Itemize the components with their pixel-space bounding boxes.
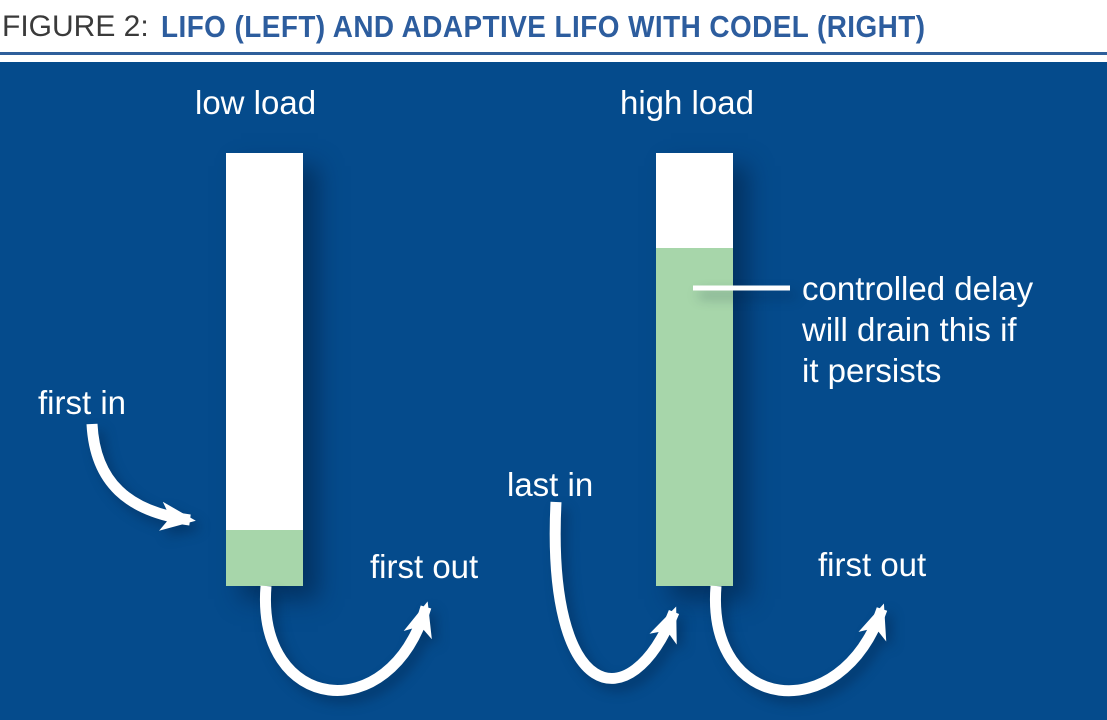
figure-title: LIFO (LEFT) AND ADAPTIVE LIFO WITH CODEL… <box>160 9 926 44</box>
last-in-label: last in <box>507 466 594 503</box>
callout-line-1: controlled delay <box>802 270 1034 307</box>
right-first-out-label: first out <box>818 546 927 583</box>
lifo-queue-bar <box>226 153 303 586</box>
title-underline <box>0 52 1107 55</box>
right-queue-heading: high load <box>620 84 754 121</box>
codel-queue-fill <box>656 248 733 586</box>
left-queue-heading: low load <box>195 84 317 121</box>
callout-line-2: will drain this if <box>802 311 1017 348</box>
arrows-overlay <box>86 285 888 697</box>
lifo-queue-empty-space <box>226 153 303 530</box>
first-in-label: first in <box>38 384 127 421</box>
first-in-arrow <box>86 423 196 531</box>
left-first-out-label: first out <box>370 548 479 585</box>
figure-label: FIGURE 2: <box>2 10 149 43</box>
controlled-delay-callout: controlled delay will drain this if it p… <box>802 268 1033 391</box>
codel-queue-empty-space <box>656 153 733 249</box>
codel-queue-bar <box>656 153 733 586</box>
left-first-out-arrow <box>260 585 432 696</box>
right-first-out-arrow <box>710 585 888 697</box>
callout-line-3: it persists <box>802 352 942 389</box>
figure-header: FIGURE 2: LIFO (LEFT) AND ADAPTIVE LIFO W… <box>2 6 1107 52</box>
diagram-panel: low load high load first in first out la… <box>0 62 1107 720</box>
lifo-queue-fill <box>226 529 303 586</box>
